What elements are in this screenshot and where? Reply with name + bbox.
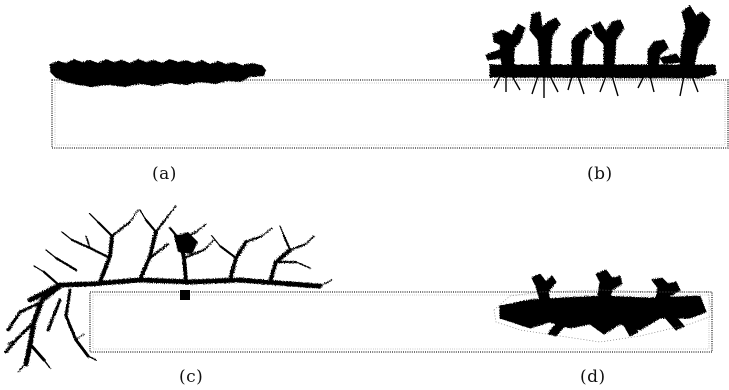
tree-dendrite-c [4,205,333,373]
contact-c [180,290,190,300]
panel-label-b: (b) [587,164,613,184]
deposit-film-a [50,59,266,87]
panel-a [50,59,729,149]
node-blob-c [174,232,198,254]
panel-label-a: (a) [152,164,177,184]
dendrites-b [485,5,717,79]
embedded-dendrites-d [499,269,707,337]
panel-label-c: (c) [179,367,204,387]
panel-label-d: (d) [580,367,606,387]
panel-b [485,5,717,98]
roots-b [493,75,699,98]
substrate-a [51,79,729,149]
panel-d [493,269,713,343]
